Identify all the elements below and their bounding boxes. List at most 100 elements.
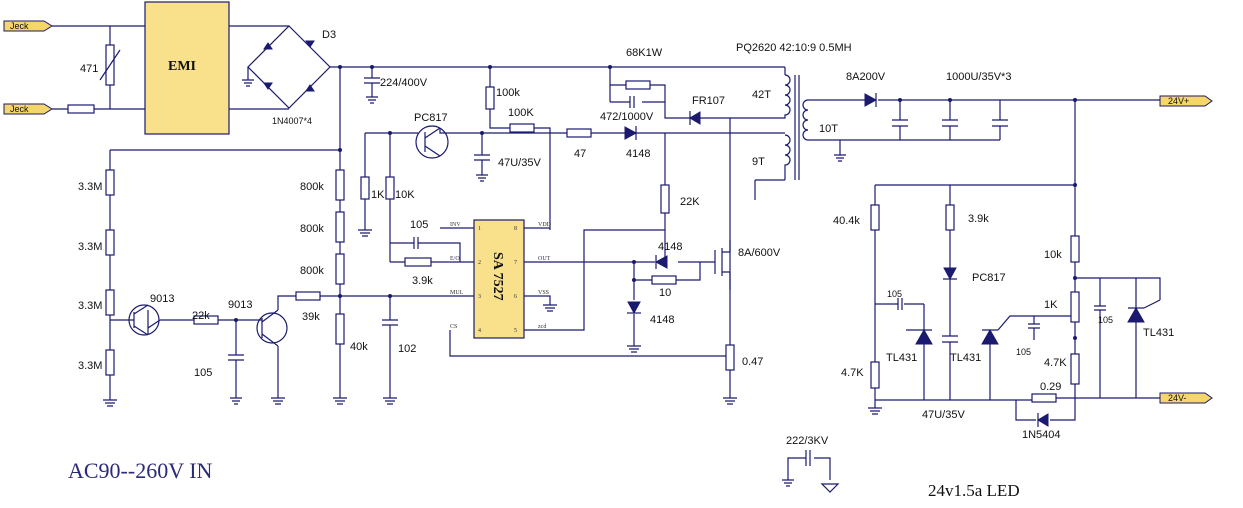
input-capacitor: 224/400V: [364, 67, 428, 104]
resistor-3k9-b: [945, 204, 955, 231]
varistor: 471: [80, 44, 121, 86]
svg-text:2: 2: [478, 260, 481, 266]
bridge-rectifier: D3 1N4007*4: [247, 25, 336, 126]
r-029-label: 0.29: [1040, 381, 1061, 393]
resistor-3m3-3: [105, 289, 115, 316]
diode-4148-b: [654, 255, 668, 269]
emi-label: EMI: [168, 59, 196, 74]
r-10-label: 10: [659, 287, 671, 299]
fr107-label: FR107: [692, 95, 725, 107]
r-68k-label: 68K1W: [626, 47, 663, 59]
input-connector-neutral: Jeck: [3, 103, 53, 115]
resistor-4k7-a: [870, 361, 880, 389]
caps-out-label: 1000U/35V*3: [946, 71, 1011, 83]
resistor-100k: [485, 86, 495, 110]
c-105-c-label: 105: [887, 289, 902, 299]
r-40k-label: 40k: [350, 341, 368, 353]
r-3k9-b-label: 3.9k: [968, 213, 989, 225]
r-800k-3-label: 800k: [300, 265, 324, 277]
q-9013-b-label: 9013: [228, 299, 252, 311]
pin-cs: CS: [450, 324, 457, 330]
r-100K-label: 100K: [508, 107, 534, 119]
pin-out: OUT: [538, 256, 551, 262]
resistor-3k9-a: [404, 257, 432, 267]
svg-text:3: 3: [478, 294, 481, 300]
connector-label: Jeck: [10, 21, 29, 31]
turns-10: 10T: [819, 123, 838, 135]
mos-label: 8A/600V: [738, 247, 781, 259]
resistor-47: [566, 128, 592, 138]
connector-label: 24V+: [1168, 96, 1189, 106]
r-4k7-a-label: 4.7K: [841, 367, 864, 379]
resistor-68k: [625, 80, 651, 90]
svg-text:1: 1: [478, 226, 481, 232]
resistor-22K: [660, 184, 670, 214]
pc817-a-label: PC817: [414, 112, 448, 124]
connector-label: Jeck: [10, 104, 29, 114]
output-connector-negative: 24V-: [1159, 392, 1213, 404]
c-105-e-label: 105: [1098, 315, 1113, 325]
turns-42: 42T: [752, 89, 771, 101]
turns-9: 9T: [752, 156, 765, 168]
cap-47u-b-label: 47U/35V: [922, 409, 965, 421]
pin-mul: MUL: [450, 290, 464, 296]
resistor-3m3-1: [105, 169, 115, 196]
resistor-800k-3: [335, 253, 345, 285]
input-connector-live: Jeck: [3, 20, 53, 32]
r-22k-label: 22k: [192, 310, 210, 322]
r-1k-label: 1K: [371, 189, 385, 201]
tl431-b: [981, 315, 1075, 400]
cap-snub-label: 472/1000V: [600, 111, 654, 123]
fuse-resistor: [67, 104, 95, 114]
resistor-40k: [335, 313, 345, 345]
tl431-a-label: TL431: [886, 352, 917, 364]
input-title: AC90--260V IN: [68, 458, 213, 483]
y-capacitor: 222/3KV: [782, 435, 840, 493]
pin-zcd: zcd: [538, 324, 546, 330]
svg-text:4: 4: [478, 328, 481, 334]
cap-y-label: 222/3KV: [786, 435, 829, 447]
r-800k-1-label: 800k: [300, 181, 324, 193]
svg-text:6: 6: [514, 294, 517, 300]
svg-text:7: 7: [514, 260, 517, 266]
emi-filter: [144, 1, 230, 135]
svg-text:5: 5: [514, 328, 517, 334]
resistor-1k: [360, 176, 370, 200]
bridge-ref: D3: [322, 29, 336, 41]
resistor-029: [1031, 393, 1057, 403]
resistor-10k: [385, 176, 395, 200]
c-105-d-label: 105: [1016, 347, 1031, 357]
diode-out-label: 8A200V: [846, 71, 886, 83]
q-9013-a-label: 9013: [150, 293, 174, 305]
d-4148-b-label: 4148: [658, 241, 682, 253]
r-47-label: 47: [574, 148, 586, 160]
opto-led: [943, 267, 957, 281]
diode-fr107: [689, 111, 701, 125]
resistor-39k: [295, 291, 321, 301]
r-3m3-4-label: 3.3M: [78, 360, 102, 372]
r-10k-b-label: 10k: [1044, 249, 1062, 261]
resistor-3m3-4: [105, 349, 115, 376]
r-3m3-3-label: 3.3M: [78, 300, 102, 312]
resistor-1K-b: [1070, 291, 1080, 323]
resistor-40k4: [870, 204, 880, 231]
diode-1n5404: [1037, 413, 1049, 427]
r-047-label: 0.47: [742, 356, 763, 368]
connector-label: 24V-: [1168, 393, 1187, 403]
resistor-047: [725, 344, 735, 371]
cap-47u-label: 47U/35V: [498, 157, 541, 169]
resistor-800k-1: [335, 169, 345, 201]
tl431-c: TL431: [1127, 278, 1174, 398]
d-4148-a-label: 4148: [626, 148, 650, 160]
r-3k9-a-label: 3.9k: [412, 275, 433, 287]
d-4148-c-label: 4148: [650, 314, 674, 326]
c-105-a-label: 105: [410, 219, 428, 231]
varistor-label: 471: [80, 63, 98, 75]
resistor-10: [651, 275, 677, 285]
resistor-100K-h: [509, 123, 535, 133]
cap-x-label: 224/400V: [380, 77, 428, 89]
r-100k-label: 100k: [496, 87, 520, 99]
transistor-9013-b: 9013: [228, 295, 296, 405]
bridge-part: 1N4007*4: [272, 116, 312, 126]
output-title: 24v1.5a LED: [928, 481, 1020, 500]
